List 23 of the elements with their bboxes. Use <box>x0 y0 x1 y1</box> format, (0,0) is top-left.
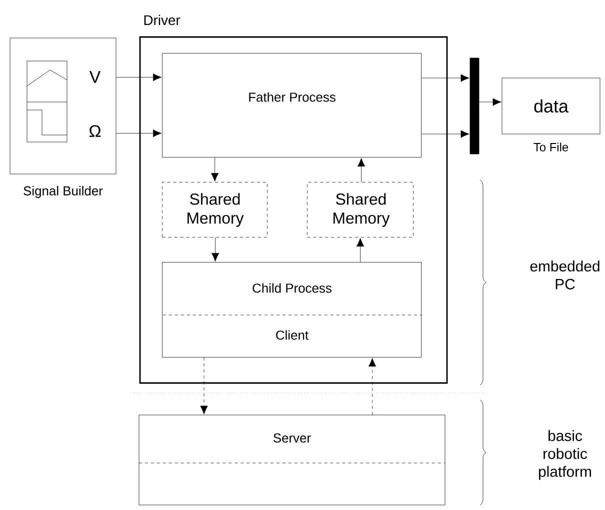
arrow <box>116 73 162 82</box>
arrow <box>356 238 364 262</box>
group-label: embedded PC <box>530 260 600 290</box>
arrow <box>210 157 219 182</box>
signal-builder-block: V Ω Signal Builder <box>10 38 116 198</box>
arrow <box>200 357 208 414</box>
process-box: Father Process <box>162 53 422 158</box>
arrow <box>479 98 502 106</box>
arrow <box>357 158 366 182</box>
platform-box: Server <box>138 414 446 506</box>
node-label: Signal Builder <box>24 186 103 198</box>
node-label: To File <box>534 142 568 152</box>
memory-box: Shared Memory <box>307 182 414 238</box>
arrow <box>368 358 376 415</box>
group-label: basic robotic platform <box>538 430 591 480</box>
memory-box: Shared Memory <box>162 182 268 238</box>
arrow <box>116 129 162 138</box>
process-box: Child Process Client <box>162 262 422 358</box>
arrow <box>421 130 470 138</box>
file-block: data To File <box>502 78 600 152</box>
arrow <box>421 74 470 82</box>
node-label: Driver <box>144 14 180 26</box>
arrow <box>211 237 220 262</box>
